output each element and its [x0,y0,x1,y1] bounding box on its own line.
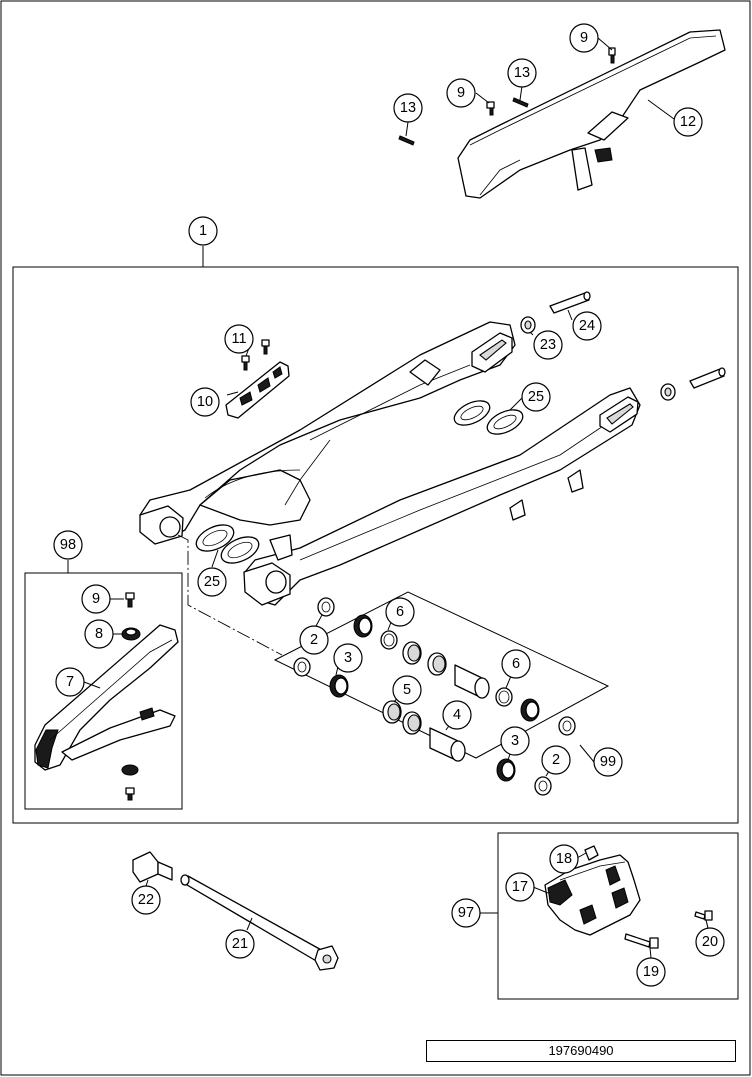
svg-text:22: 22 [138,892,154,908]
svg-text:97: 97 [458,905,474,921]
callout-99: 99 [593,747,623,777]
callout-8: 8 [84,619,114,649]
svg-text:24: 24 [579,318,595,334]
svg-text:25: 25 [528,389,544,405]
callout-98: 98 [53,530,83,560]
svg-text:3: 3 [344,650,352,666]
callout-97: 97 [451,898,481,928]
callout-17: 17 [505,872,535,902]
callout-6-top: 6 [385,597,415,627]
svg-text:2: 2 [552,752,560,768]
callout-13-top: 13 [507,58,537,88]
screw-part-9-mid [486,101,495,116]
seal-rings-part-25-left [195,524,260,564]
pivot-bolt-head-part-22 [132,851,173,883]
svg-text:13: 13 [514,65,530,81]
chain-guide-part-17 [544,854,641,936]
svg-text:21: 21 [232,936,248,952]
svg-text:99: 99 [600,754,616,770]
chain-adjuster-pin-part-24 [549,291,591,314]
callout-18: 18 [549,844,579,874]
bolt-part-19 [624,933,659,949]
chain-slider-kit-box [24,572,183,810]
chain-slider-cover-part [457,29,726,199]
callout-19: 19 [636,957,666,987]
svg-text:20: 20 [702,934,718,950]
callout-6-right: 6 [501,649,531,679]
callout-25-left: 25 [197,567,227,597]
callout-9-top: 9 [569,23,599,53]
callout-23: 23 [533,330,563,360]
svg-text:3: 3 [511,733,519,749]
svg-text:1: 1 [199,223,207,239]
svg-text:13: 13 [400,100,416,116]
callout-5: 5 [392,675,422,705]
washer-part-8 [121,627,141,641]
svg-text:25: 25 [204,574,220,590]
swingarm-assembly-box [12,266,739,824]
drawing-number-label: 197690490 [426,1040,736,1062]
screw-part-20 [694,910,713,921]
callout-12: 12 [673,107,703,137]
callout-7: 7 [55,667,85,697]
screw-part-9-top [608,47,616,64]
callout-1: 1 [188,216,218,246]
svg-text:23: 23 [540,337,556,353]
screw-part-11-a [241,355,250,371]
pin-part-13-right [512,97,529,108]
callout-24: 24 [572,311,602,341]
callout-21: 21 [225,929,255,959]
pivot-axle-part-21 [180,874,339,971]
seal-rings-part-25-right [453,400,524,435]
callout-10: 10 [190,387,220,417]
callout-25-right: 25 [521,382,551,412]
callout-9-mid: 9 [446,78,476,108]
chain-guide-kit-box [497,832,739,1000]
svg-text:11: 11 [231,331,246,347]
svg-text:7: 7 [66,674,74,690]
screw-part-slider-bottom [121,764,139,801]
svg-text:4: 4 [453,707,461,723]
nut-part-18 [584,845,599,861]
callout-11: 11 [224,324,254,354]
screw-part-11-b [261,339,270,355]
callout-2-left: 2 [299,625,329,655]
svg-text:6: 6 [396,604,404,620]
callout-20: 20 [695,927,725,957]
svg-text:12: 12 [680,114,696,130]
chain-adjuster-pin-right [689,367,726,389]
callout-4: 4 [442,700,472,730]
chain-adjuster-nut-right [660,383,676,401]
svg-text:6: 6 [512,656,520,672]
svg-text:17: 17 [512,879,528,895]
svg-text:9: 9 [580,30,588,46]
svg-text:98: 98 [60,537,76,553]
pin-part-13-left [398,135,415,146]
bearing-kit-parts [293,597,576,796]
chain-slider-part-7 [34,624,179,771]
callout-2-right: 2 [541,745,571,775]
callout-9-slider: 9 [81,584,111,614]
svg-text:18: 18 [556,851,572,867]
svg-text:2: 2 [310,632,318,648]
svg-text:9: 9 [457,85,465,101]
chain-adjuster-nut-part-23 [520,316,536,334]
callout-22: 22 [131,885,161,915]
screw-part-9-slider [125,592,135,608]
svg-text:10: 10 [197,394,213,410]
callout-3-right: 3 [500,726,530,756]
chain-guide-rail-part [225,361,290,419]
svg-text:19: 19 [643,964,659,980]
swingarm-part [139,321,641,606]
callout-3-left: 3 [333,643,363,673]
svg-text:5: 5 [403,682,411,698]
svg-text:8: 8 [95,626,103,642]
svg-text:9: 9 [92,591,100,607]
callout-13-left: 13 [393,93,423,123]
